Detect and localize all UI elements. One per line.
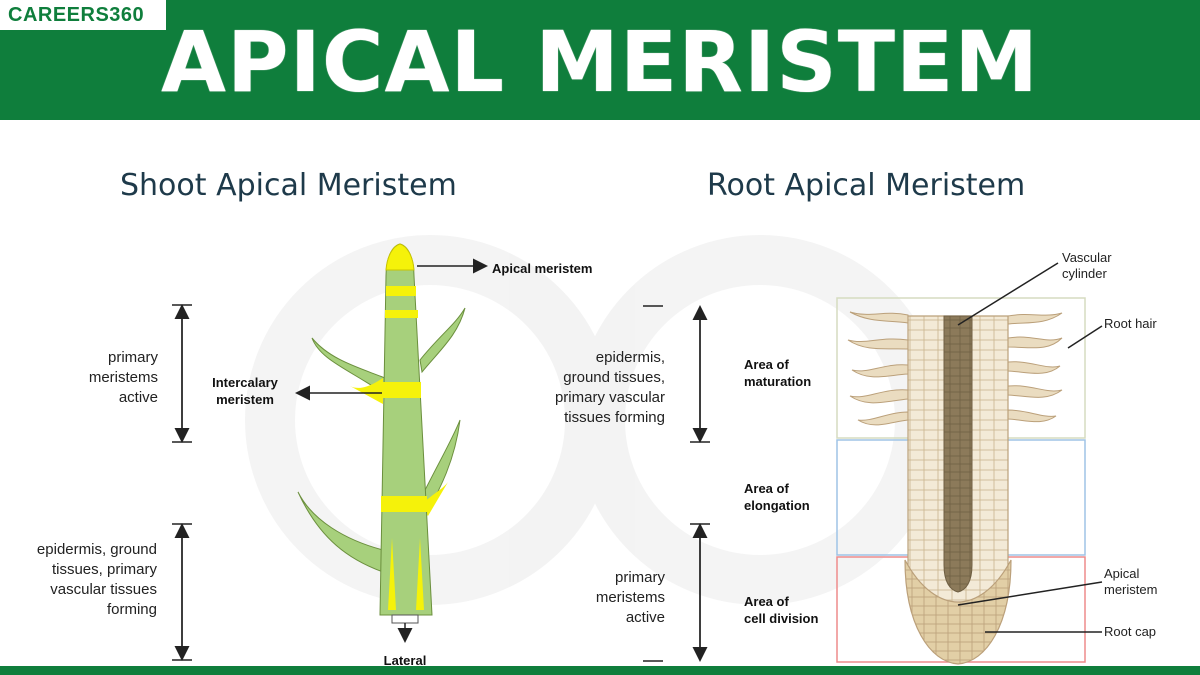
- shoot-range-top: [172, 304, 192, 443]
- label-apical-meristem: Apical meristem: [492, 261, 593, 276]
- diagram-graphics: [172, 235, 1103, 665]
- root-illustration: [847, 311, 1063, 665]
- shoot-range-bottom: [172, 523, 192, 661]
- shoot-range-bottom-label: epidermis, ground tissues, primary vascu…: [36, 541, 157, 618]
- shoot-section-title: Shoot Apical Meristem: [120, 168, 457, 203]
- header-banner: CAREERS360 APICAL MERISTEM: [0, 0, 1200, 120]
- root-range-top: [643, 305, 710, 443]
- root-pointer-lines: [957, 262, 1103, 633]
- page-title: APICAL MERISTEM: [161, 13, 1039, 111]
- root-range-bottom-label: primary meristems active: [595, 569, 665, 626]
- logo-text: CAREERS360: [8, 4, 145, 26]
- label-vascular-cylinder: Vascular cylinder: [1062, 250, 1112, 281]
- bottom-bar: [0, 666, 1200, 675]
- shoot-range-top-label: primary meristems active: [88, 349, 158, 406]
- label-lateral: Lateral: [383, 653, 427, 668]
- zone-maturation-label: Area of maturation: [744, 357, 812, 389]
- careers360-logo[interactable]: CAREERS360: [0, 0, 166, 30]
- root-section-title: Root Apical Meristem: [707, 168, 1026, 203]
- label-intercalary-meristem: Intercalary meristem: [212, 375, 278, 407]
- shoot-illustration: [297, 243, 466, 624]
- label-root-apical-meristem: Apical meristem: [1104, 566, 1158, 597]
- label-root-cap: Root cap: [1104, 624, 1157, 639]
- root-range-top-label: epidermis, ground tissues, primary vascu…: [554, 349, 665, 426]
- label-root-hair: Root hair: [1104, 316, 1157, 331]
- zone-division-label: Area of cell division: [744, 594, 819, 626]
- diagram-area: Shoot Apical Meristem Root Apical Merist…: [0, 120, 1200, 668]
- root-range-bottom: [643, 523, 710, 662]
- zone-elongation-label: Area of elongation: [744, 481, 810, 513]
